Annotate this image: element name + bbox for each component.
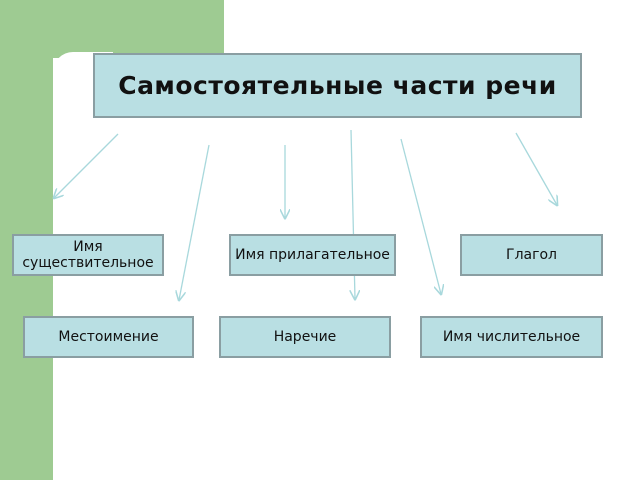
- arrow-to-noun: [54, 133, 119, 198]
- node-adjective: Имя прилагательное: [229, 234, 396, 276]
- node-noun: Имя существительное: [12, 234, 164, 276]
- arrow-to-verb: [515, 132, 557, 205]
- node-adverb: Наречие: [219, 316, 391, 358]
- node-verb: Глагол: [460, 234, 603, 276]
- node-numeral: Имя числительное: [420, 316, 603, 358]
- green-top-band: [0, 0, 224, 58]
- node-pronoun: Местоимение: [23, 316, 194, 358]
- diagram-title: Самостоятельные части речи: [93, 53, 582, 118]
- arrow-to-numeral: [400, 138, 441, 294]
- arrow-to-pronoun: [179, 144, 210, 300]
